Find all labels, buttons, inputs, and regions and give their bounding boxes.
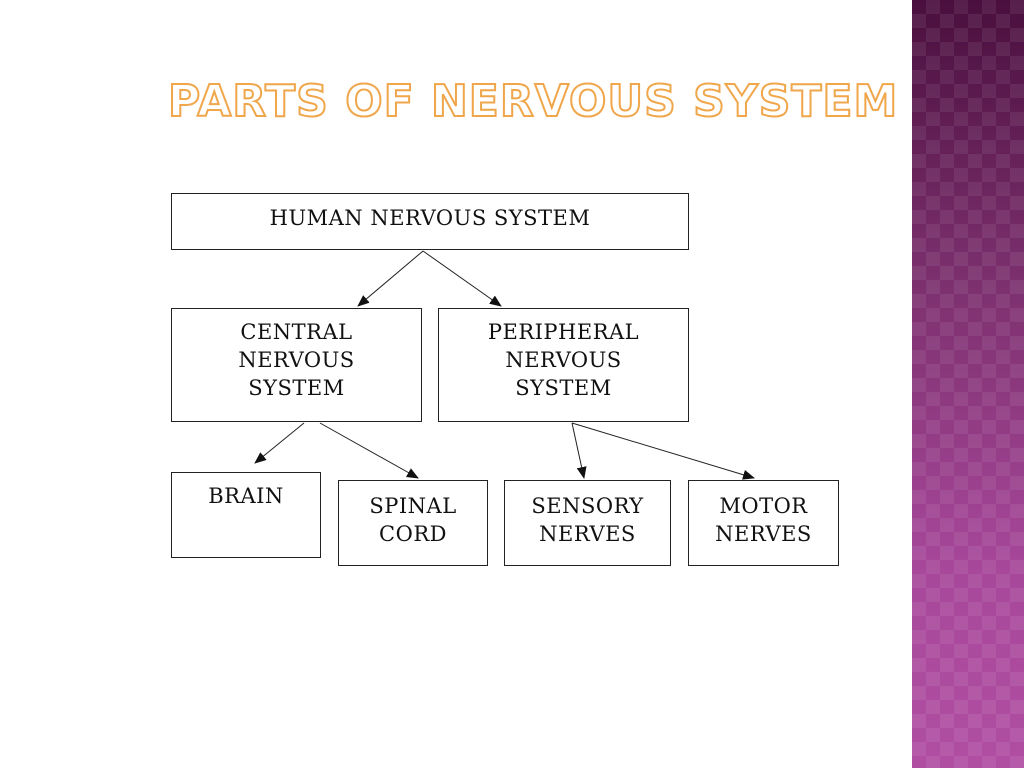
node-label: HUMAN NERVOUS SYSTEM: [269, 206, 591, 230]
node-label-line: SYSTEM: [515, 376, 612, 400]
arrow-peripheral-to-motor-nerves: [571, 422, 755, 480]
node-sensory-nerves: SENSORY NERVES: [504, 480, 671, 566]
slide-title: Parts of Nervous System: [167, 76, 899, 127]
node-brain: BRAIN: [171, 472, 321, 558]
node-label-line: BRAIN: [208, 484, 284, 508]
arrow-peripheral-to-sensory-nerves: [571, 422, 587, 479]
node-label-line: MOTOR: [719, 494, 808, 518]
node-spinal-cord: SPINAL CORD: [338, 480, 488, 566]
node-peripheral-nervous-system: PERIPHERAL NERVOUS SYSTEM: [438, 308, 689, 422]
node-label-line: SYSTEM: [248, 376, 345, 400]
node-label-line: NERVES: [539, 522, 636, 546]
node-human-nervous-system: HUMAN NERVOUS SYSTEM: [171, 193, 689, 250]
node-label-line: NERVOUS: [238, 348, 355, 372]
node-label-line: SENSORY: [531, 494, 644, 518]
arrow-central-to-brain: [254, 422, 305, 464]
arrow-root-to-central: [357, 250, 424, 307]
node-label-line: NERVOUS: [505, 348, 622, 372]
side-decoration-band: [912, 0, 1024, 768]
node-motor-nerves: MOTOR NERVES: [688, 480, 839, 566]
node-label-line: CORD: [379, 522, 447, 546]
arrow-root-to-peripheral: [422, 250, 502, 307]
node-label-line: CENTRAL: [240, 320, 353, 344]
node-label-line: NERVES: [715, 522, 812, 546]
node-label-line: SPINAL: [369, 494, 457, 518]
arrow-central-to-spinal-cord: [319, 422, 419, 479]
node-central-nervous-system: CENTRAL NERVOUS SYSTEM: [171, 308, 422, 422]
node-label-line: PERIPHERAL: [487, 320, 640, 344]
